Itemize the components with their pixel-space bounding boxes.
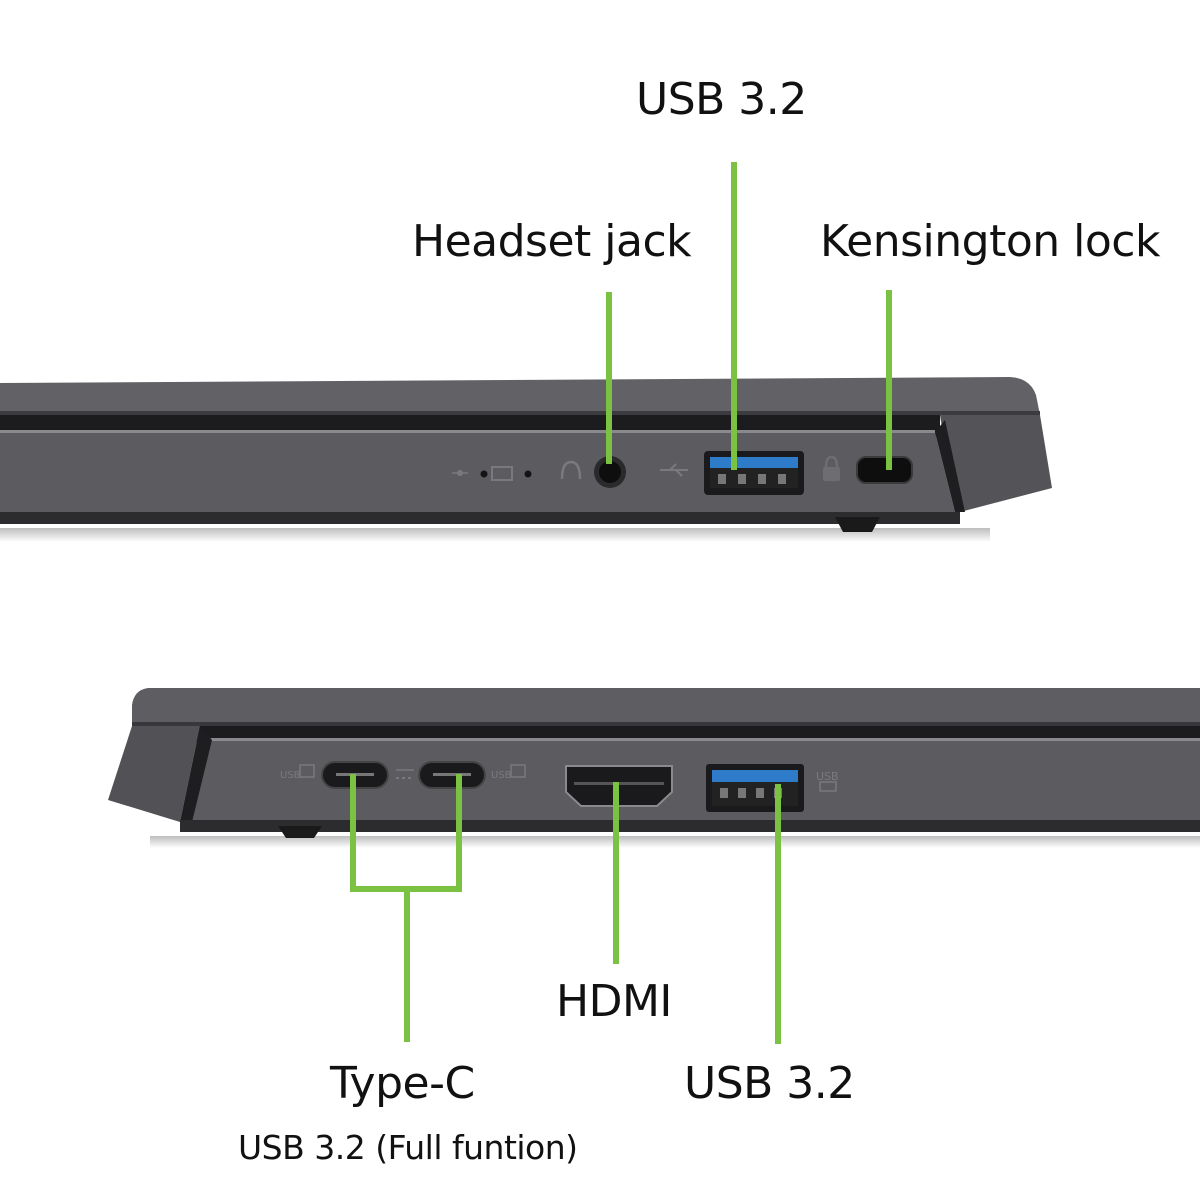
callout-line-usb-bottom — [775, 784, 781, 1044]
usb-a-port-top — [704, 451, 804, 495]
laptop-left-side: USB USB USB — [108, 688, 1200, 848]
label-usb-bottom: USB 3.2 — [684, 1058, 855, 1109]
battery-icon — [491, 466, 513, 481]
callout-line-typec-stem — [404, 886, 410, 1042]
usb-c-logo-left: USB — [280, 770, 301, 781]
callout-line-typec-right — [456, 774, 462, 892]
callout-line-typec-left — [350, 774, 356, 892]
laptop-right-side — [0, 377, 1052, 542]
hdmi-port — [565, 765, 673, 807]
power-led — [480, 470, 488, 478]
kensington-slot — [856, 456, 913, 484]
usb-logo: USB — [816, 770, 839, 783]
label-usb-top: USB 3.2 — [636, 74, 807, 125]
lock-icon — [823, 455, 840, 481]
headset-icon — [560, 460, 582, 480]
usb-symbol-icon — [660, 463, 688, 477]
label-kensington-lock: Kensington lock — [820, 216, 1160, 267]
power-led-icon — [452, 470, 468, 476]
callout-line-usb-top — [731, 162, 737, 470]
callout-line-kensington — [886, 290, 892, 470]
usb-c-logo-right: USB — [491, 770, 512, 781]
label-hdmi: HDMI — [556, 976, 672, 1027]
label-type-c-sub: USB 3.2 (Full funtion) — [238, 1128, 578, 1167]
callout-line-hdmi — [613, 782, 619, 964]
label-type-c: Type-C — [330, 1058, 475, 1109]
label-headset-jack: Headset jack — [412, 216, 692, 267]
battery-led — [524, 470, 532, 478]
usb-a-port-bottom — [706, 764, 804, 812]
callout-line-headset — [606, 292, 612, 464]
